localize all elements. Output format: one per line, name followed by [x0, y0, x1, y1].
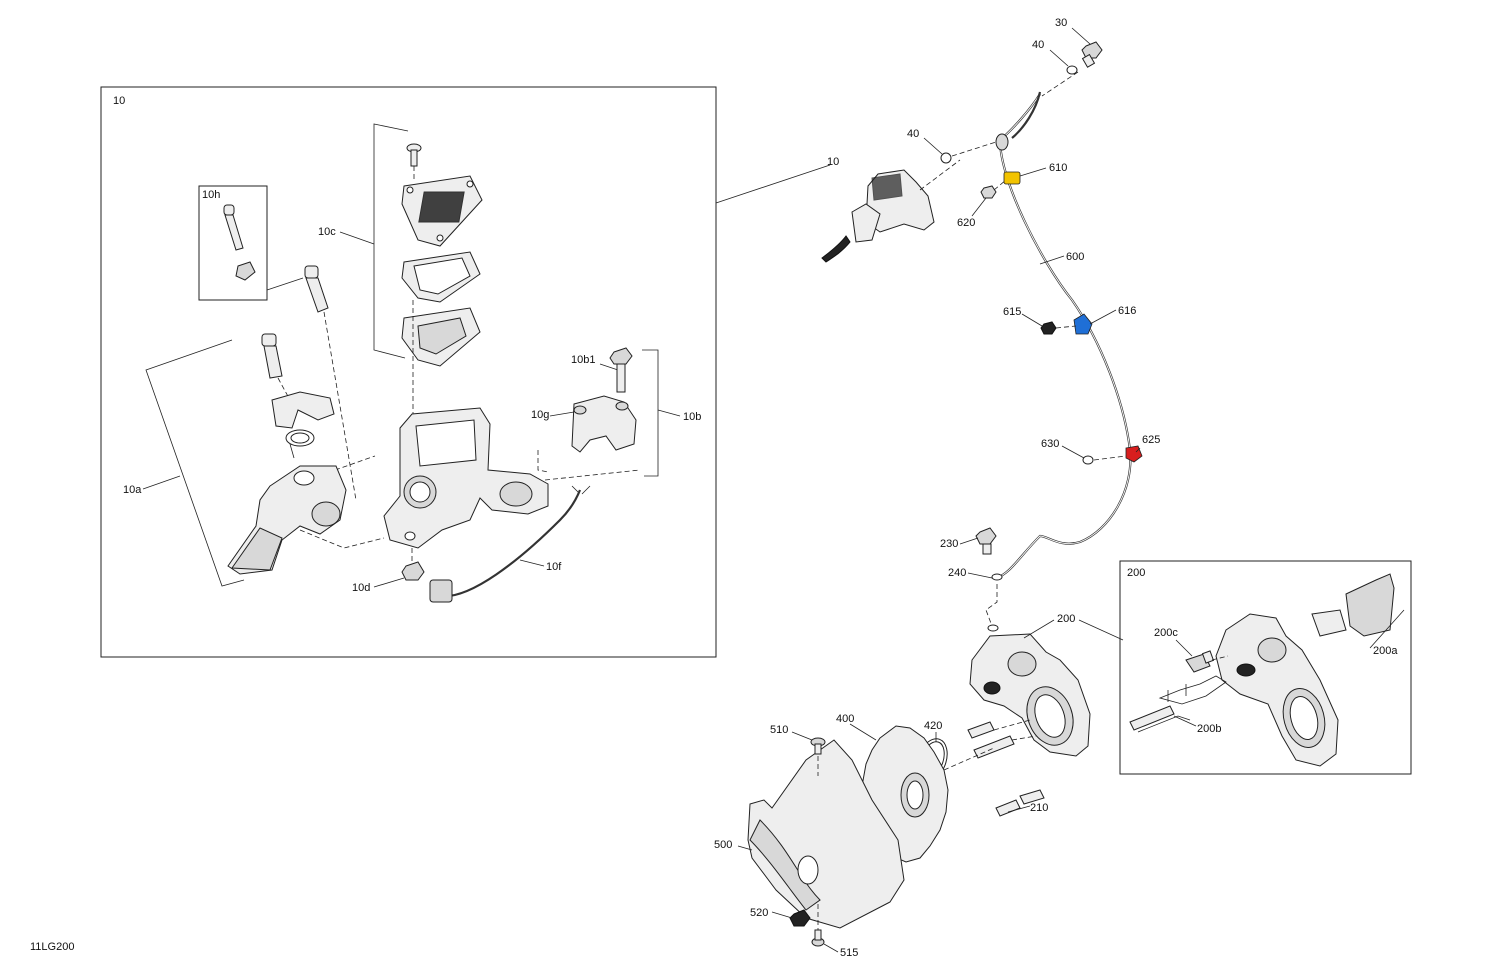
main-master-cylinder-10: 10	[821, 156, 961, 263]
callout-625: 625	[1142, 434, 1160, 446]
detail-box-10: 10 10h 10c	[100, 86, 831, 658]
callout-40-mid: 40	[907, 128, 919, 140]
lever-spring	[285, 429, 315, 459]
detail-10-leader	[715, 164, 831, 204]
callout-10a: 10a	[123, 484, 142, 496]
callout-210: 210	[1030, 802, 1048, 814]
clamp-bolt-10b1	[609, 347, 633, 393]
callout-10b: 10b	[683, 411, 701, 423]
pivot-pin	[304, 265, 329, 313]
master-cylinder-body	[383, 407, 549, 549]
detail-box-10-frame	[100, 86, 717, 658]
diagram-code: 11LG200	[30, 941, 74, 953]
callout-40-top: 40	[1032, 39, 1044, 51]
callout-10g: 10g	[531, 409, 549, 421]
brake-switch-10f	[429, 485, 591, 603]
callout-10-box: 10	[113, 95, 125, 107]
washer-240-lower	[987, 624, 999, 632]
caliper-200-detail	[1215, 613, 1339, 767]
detail-box-200-frame	[1119, 560, 1412, 775]
callout-230: 230	[940, 538, 958, 550]
diaphragm-seal	[401, 307, 481, 367]
detail-box-10h	[198, 185, 268, 301]
nut-615	[1040, 321, 1057, 335]
caliper-200	[969, 633, 1091, 757]
clip-616	[1073, 313, 1093, 335]
callout-600: 600	[1066, 251, 1084, 263]
reservoir-cap	[401, 175, 483, 247]
callout-240: 240	[948, 567, 966, 579]
callout-400: 400	[836, 713, 854, 725]
disc-guard-500	[747, 739, 905, 929]
lever-adjuster	[271, 391, 335, 429]
banjo-bolt-230	[975, 527, 997, 555]
washer-40-top	[1066, 65, 1078, 75]
washer-630	[1082, 455, 1094, 465]
detail-box-200: 200 200a 200c 200b	[1119, 560, 1412, 775]
callout-620: 620	[957, 217, 975, 229]
callout-10h: 10h	[202, 189, 220, 201]
washer-40-mid	[940, 152, 952, 164]
callout-10c: 10c	[318, 226, 336, 238]
bleeder-200c	[1185, 650, 1215, 673]
callout-616: 616	[1118, 305, 1136, 317]
callout-10f: 10f	[546, 561, 562, 573]
nut-620	[980, 185, 997, 199]
brake-pads-200a	[1311, 573, 1395, 637]
screw-515	[811, 929, 825, 947]
callout-200b: 200b	[1197, 723, 1221, 735]
screw-510	[810, 737, 826, 755]
lever-bolt	[261, 333, 283, 379]
callout-615: 615	[1003, 306, 1021, 318]
callout-515: 515	[840, 947, 858, 959]
nut-10d	[401, 561, 425, 581]
brake-line-600	[995, 91, 1132, 580]
callout-420: 420	[924, 720, 942, 732]
banjo-bolt-30	[1081, 41, 1103, 68]
callout-200c: 200c	[1154, 627, 1178, 639]
clamp-10g	[571, 395, 637, 453]
clip-610	[1003, 171, 1021, 185]
pin-10h	[223, 204, 256, 281]
callout-500: 500	[714, 839, 732, 851]
callout-200: 200	[1057, 613, 1075, 625]
washer-240	[991, 573, 1003, 581]
callout-610: 610	[1049, 162, 1067, 174]
callout-10-main: 10	[827, 156, 839, 168]
diaphragm-plate	[401, 251, 481, 303]
callout-200-box: 200	[1127, 567, 1145, 579]
callout-520: 520	[750, 907, 768, 919]
cover-screw	[406, 143, 422, 167]
callout-200a: 200a	[1373, 645, 1398, 657]
callout-10b1: 10b1	[571, 354, 595, 366]
nut-520	[789, 909, 811, 927]
callout-510: 510	[770, 724, 788, 736]
callout-10d: 10d	[352, 582, 370, 594]
callout-630: 630	[1041, 438, 1059, 450]
brake-lever-10a	[227, 465, 347, 575]
pad-pin-kit-200b	[1129, 675, 1227, 731]
callout-30: 30	[1055, 17, 1067, 29]
